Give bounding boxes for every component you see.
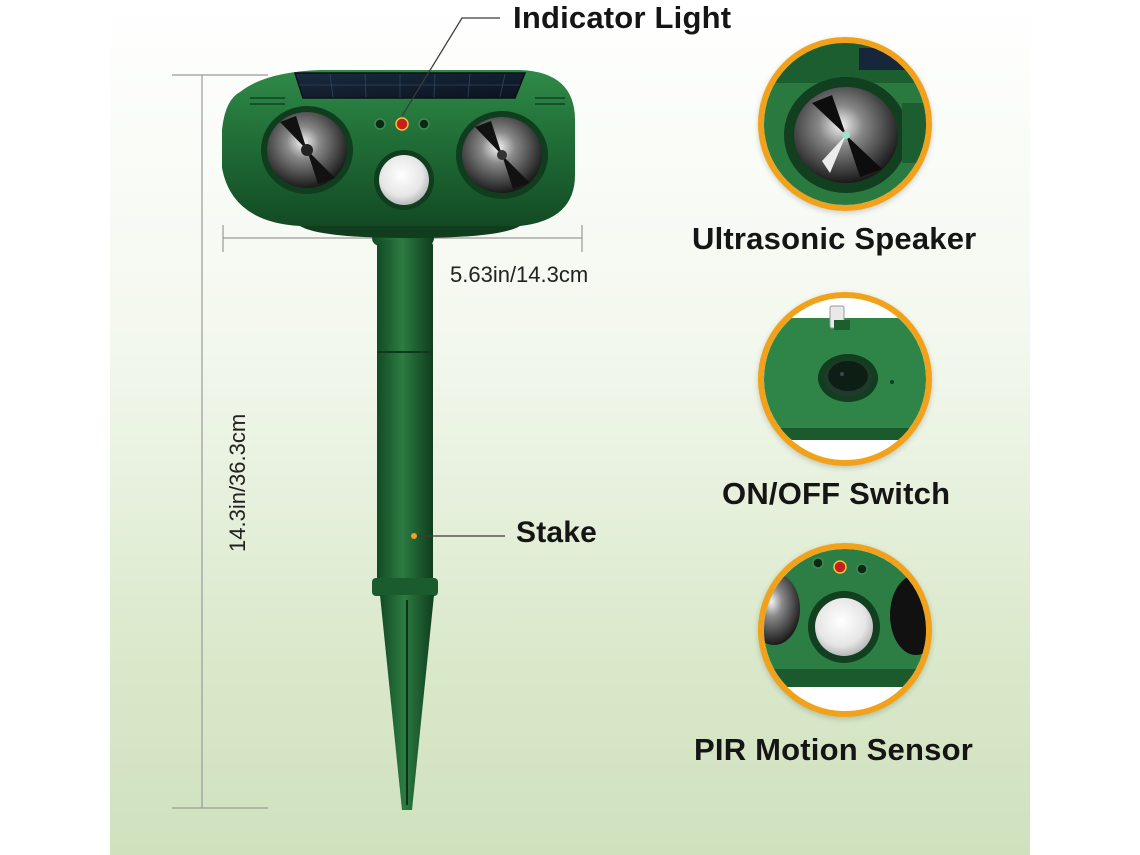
ultrasonic-speaker-closeup	[764, 43, 926, 205]
pir-motion-sensor-label: PIR Motion Sensor	[694, 732, 973, 767]
indicator-light-callout-line	[401, 17, 500, 117]
width-dimension-text: 5.63in/14.3cm	[450, 262, 589, 287]
indicator-light-label: Indicator Light	[513, 0, 732, 35]
device-head	[222, 70, 575, 238]
height-dimension-text: 14.3in/36.3cm	[225, 413, 250, 552]
on-off-switch-closeup	[764, 298, 926, 460]
pir-motion-sensor-closeup	[764, 549, 926, 711]
ultrasonic-speaker-inset	[758, 37, 932, 211]
on-off-switch-label: ON/OFF Switch	[722, 476, 951, 511]
height-dimension-line	[172, 74, 268, 809]
stake-label: Stake	[516, 516, 598, 549]
pir-motion-sensor-inset	[758, 543, 932, 717]
stake	[372, 222, 438, 810]
ultrasonic-speaker-label: Ultrasonic Speaker	[692, 221, 977, 256]
on-off-switch-inset	[758, 292, 932, 466]
